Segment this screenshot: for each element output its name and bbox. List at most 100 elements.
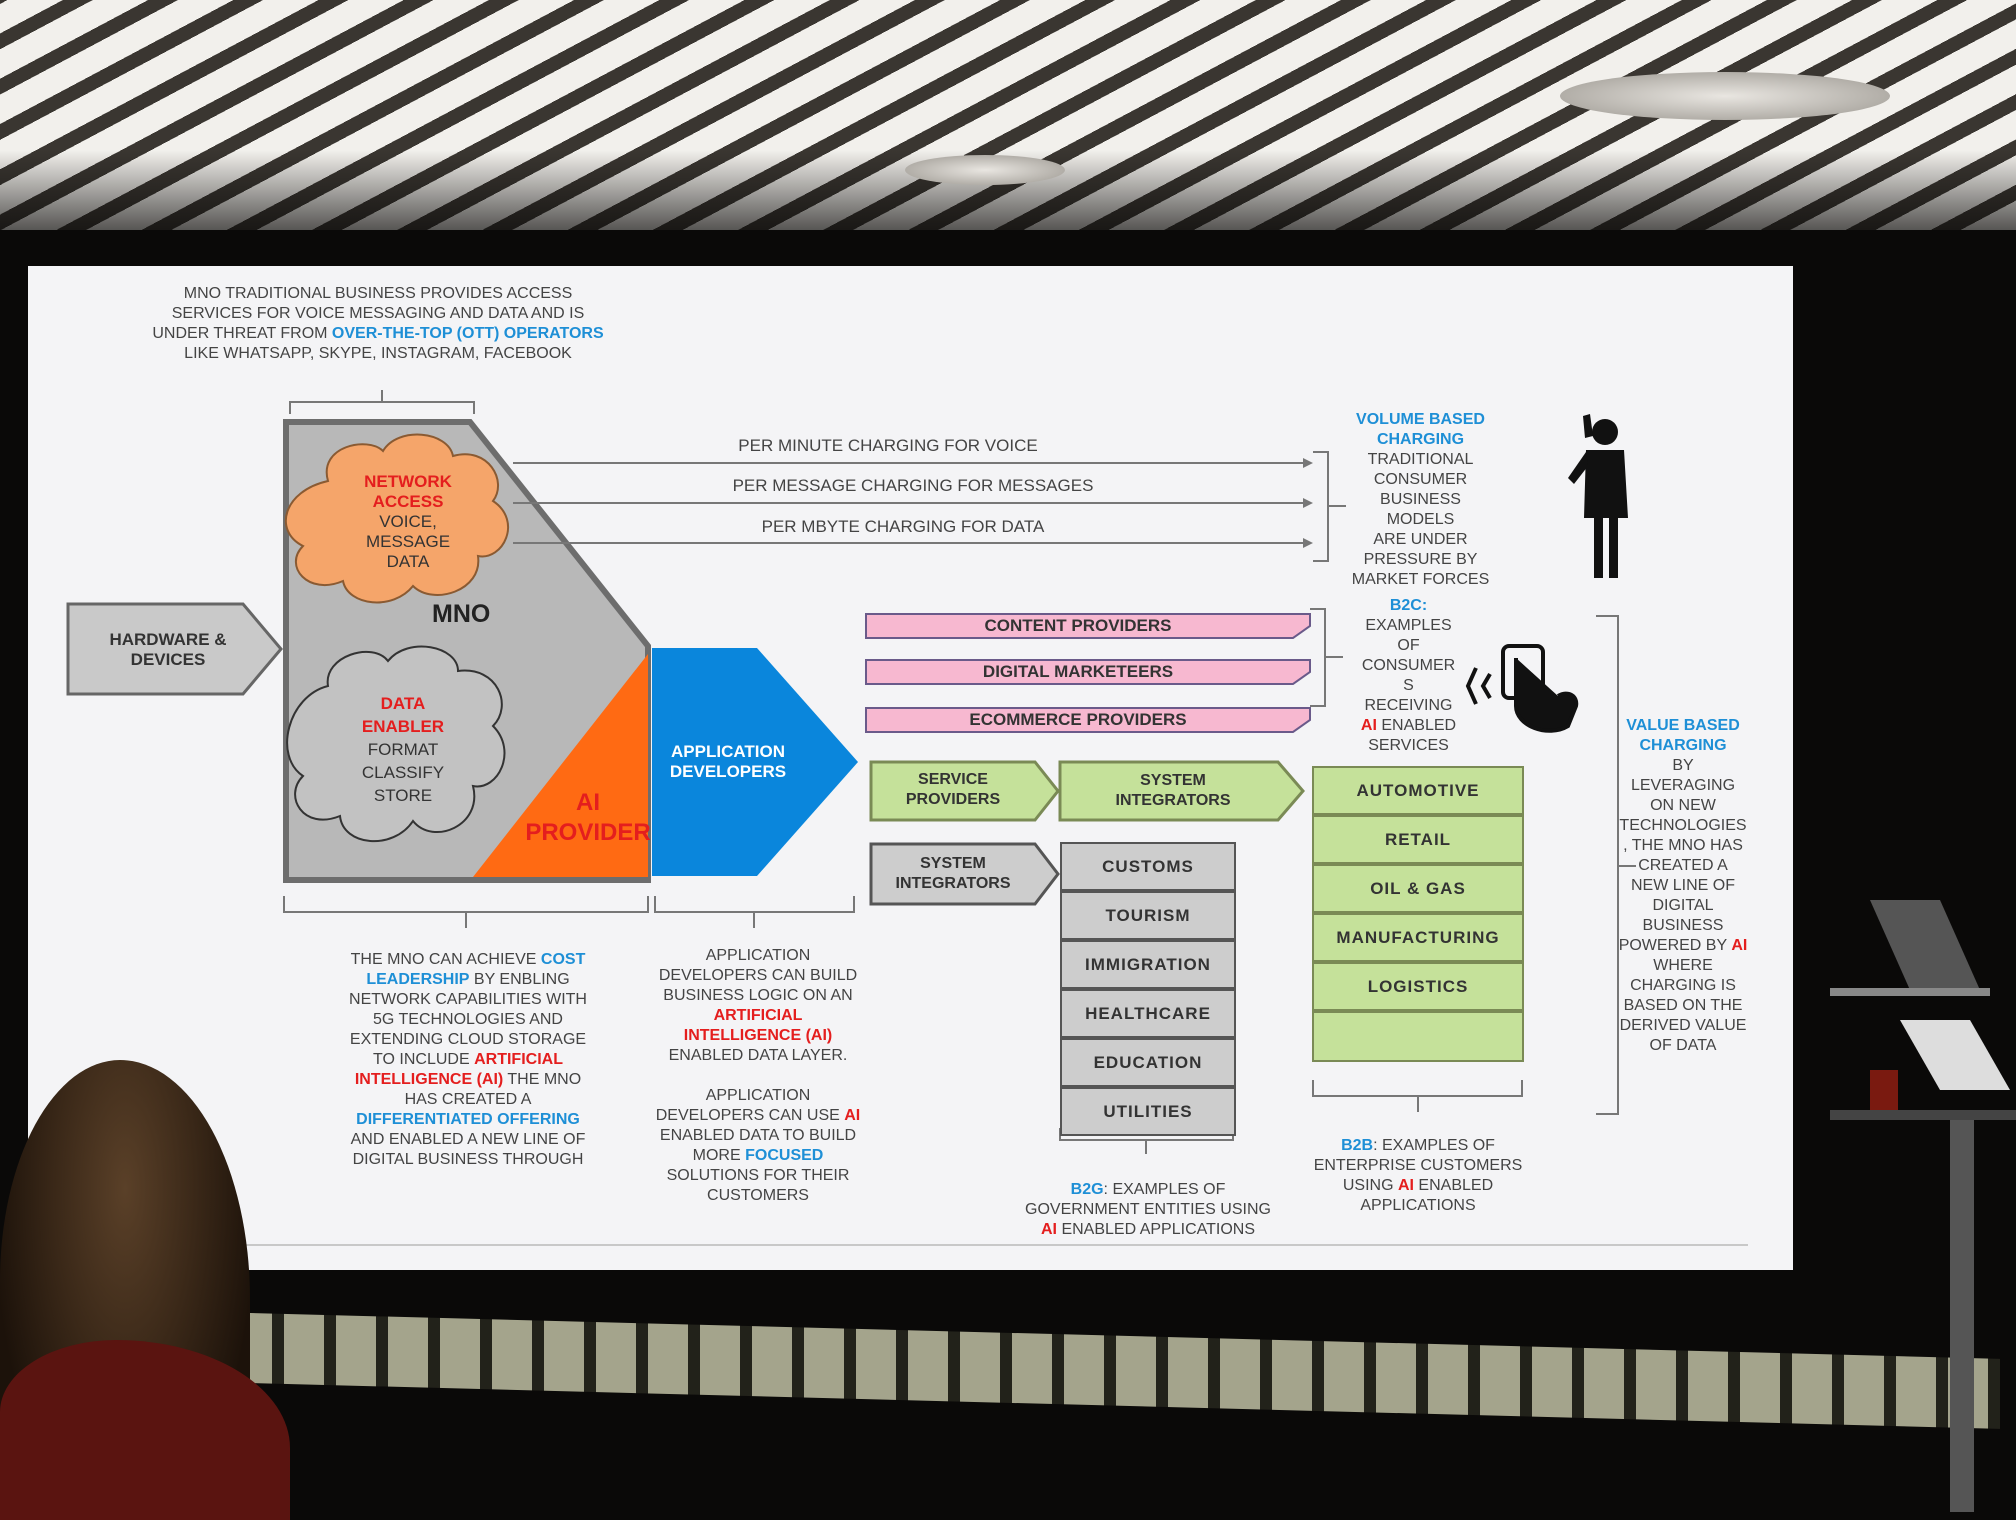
b2c-heading: B2C:: [1389, 597, 1428, 614]
value-line-3: ON NEW: [1650, 797, 1716, 814]
top-note-line-3-text: UNDER THREAT FROM: [152, 325, 332, 342]
charging-voice-text: PER MINUTE CHARGING FOR VOICE: [738, 436, 1038, 455]
value-line-4: TECHNOLOGIES: [1619, 817, 1747, 834]
app-note-line-12: CUSTOMERS: [707, 1187, 809, 1204]
b2b-item-automotive: AUTOMOTIVE: [1312, 766, 1524, 815]
content-providers-label: CONTENT PROVIDERS: [984, 616, 1172, 635]
value-line-8: DIGITAL: [1652, 897, 1714, 914]
b2b-ai-text: AI: [1397, 1177, 1414, 1194]
b2g-note-line-3: AI ENABLED APPLICATIONS: [1018, 1220, 1278, 1240]
value-line-6: CREATED A: [1638, 857, 1728, 874]
value-line-5: , THE MNO HAS: [1623, 837, 1743, 854]
app-note-line-2: DEVELOPERS CAN BUILD: [658, 967, 858, 984]
cost-text: COST: [540, 951, 586, 968]
mno-note-line-3: NETWORK CAPABILITIES WITH: [349, 991, 587, 1008]
value-ai-text: AI: [1731, 937, 1748, 954]
data-enabler-title-1: DATA: [380, 694, 426, 713]
app-developers-line-1: APPLICATION: [671, 742, 785, 761]
network-access-line-2: MESSAGE: [365, 532, 451, 551]
b2g-note-line-1: B2G: EXAMPLES OF: [1018, 1180, 1278, 1200]
hardware-line-2: DEVICES: [130, 650, 206, 669]
system-integrators-green-text: SYSTEM INTEGRATORS: [1068, 771, 1278, 811]
mno-note-line-11: DIGITAL BUSINESS THROUGH: [352, 1151, 584, 1168]
top-note-line-4: LIKE WHATSAPP, SKYPE, INSTAGRAM, FACEBOO…: [184, 345, 572, 362]
mno-note-line-10: AND ENABLED A NEW LINE OF: [350, 1131, 586, 1148]
b2b-list: AUTOMOTIVE RETAIL OIL & GAS MANUFACTURIN…: [1312, 766, 1524, 1062]
value-line-2: LEVERAGING: [1630, 777, 1736, 794]
app-note-line-10: MORE FOCUSED: [648, 1146, 868, 1166]
charging-messages-text: PER MESSAGE CHARGING FOR MESSAGES: [732, 476, 1094, 495]
service-providers-line-1: SERVICE: [918, 771, 988, 788]
volume-line-1: TRADITIONAL: [1367, 451, 1474, 468]
laptop-base: [1830, 988, 1990, 996]
system-integrators-green-line-2: INTEGRATORS: [1115, 792, 1231, 809]
b2g-note-line-1-text: : EXAMPLES OF: [1103, 1181, 1226, 1198]
cup: [1870, 1070, 1898, 1110]
floor-lights: [180, 1311, 2000, 1429]
volume-heading-1: VOLUME BASED: [1356, 411, 1485, 428]
mno-note-line-6-text: TO INCLUDE: [373, 1051, 475, 1068]
charging-data-text: PER MBYTE CHARGING FOR DATA: [761, 517, 1045, 536]
b2c-line-7: SERVICES: [1368, 737, 1449, 754]
system-integrators-gray-arrow: [869, 842, 1060, 906]
data-enabler-title-2: ENABLER: [361, 717, 445, 736]
app-note-line-1: APPLICATION: [705, 947, 811, 964]
focused-text: FOCUSED: [745, 1147, 824, 1164]
b2b-note-line-3b: ENABLED: [1413, 1177, 1494, 1194]
b2b-note-line-2: ENTERPRISE CUSTOMERS: [1313, 1157, 1523, 1174]
app-note-line-8-text: DEVELOPERS CAN USE: [655, 1107, 845, 1124]
app-note-intelligence: INTELLIGENCE (AI): [683, 1027, 833, 1044]
system-integrators-gray-line-1: SYSTEM: [920, 855, 986, 872]
value-line-9: BUSINESS: [1642, 917, 1724, 934]
top-note-line-3: UNDER THREAT FROM OVER-THE-TOP (OTT) OPE…: [128, 324, 628, 344]
network-access-text: NETWORK ACCESS VOICE, MESSAGE DATA: [323, 472, 493, 572]
app-developers-line-2: DEVELOPERS: [669, 762, 787, 781]
app-note-line-3: BUSINESS LOGIC ON AN: [663, 987, 853, 1004]
ai-provider-shape: [473, 654, 648, 877]
ceiling-speaker: [1560, 72, 1890, 120]
laptop-screen: [1870, 900, 1980, 990]
value-charging-text: VALUE BASED CHARGING BY LEVERAGING ON NE…: [1608, 716, 1758, 1056]
b2b-item-retail: RETAIL: [1312, 815, 1524, 864]
data-enabler-text: DATA ENABLER FORMAT CLASSIFY STORE: [328, 692, 478, 807]
ai-provider-text: AI PROVIDER: [518, 788, 658, 848]
b2b-note-line-4: APPLICATIONS: [1360, 1197, 1476, 1214]
data-enabler-line-3: STORE: [373, 786, 433, 805]
network-access-line-1: VOICE,: [379, 512, 437, 531]
b2b-note-line-3a: USING: [1342, 1177, 1398, 1194]
ecommerce-providers-arrow: [865, 707, 1311, 733]
value-line-15: OF DATA: [1649, 1037, 1717, 1054]
mno-note-line-4: 5G TECHNOLOGIES AND: [373, 1011, 563, 1028]
app-note-artificial: ARTIFICIAL: [713, 1007, 803, 1024]
b2g-item-tourism: TOURISM: [1060, 891, 1236, 940]
ecommerce-providers-label: ECOMMERCE PROVIDERS: [969, 710, 1187, 729]
diagram-graphics: [66, 390, 1636, 1154]
data-enabler-cloud: [286, 645, 506, 843]
paper-sheet: [1900, 1020, 2010, 1090]
b2g-ai-text: AI: [1041, 1221, 1057, 1238]
b2g-note-line-3-text: ENABLED APPLICATIONS: [1057, 1221, 1255, 1238]
top-note-line-2: SERVICES FOR VOICE MESSAGING AND DATA AN…: [171, 305, 585, 322]
b2b-item-empty: [1312, 1011, 1524, 1062]
value-line-11: WHERE: [1653, 957, 1713, 974]
b2g-item-utilities: UTILITIES: [1060, 1087, 1236, 1136]
ai-provider-line-1: AI: [576, 789, 600, 816]
value-heading-1: VALUE BASED: [1626, 717, 1740, 734]
volume-heading-2: CHARGING: [1376, 431, 1465, 448]
network-access-cloud: [284, 433, 510, 604]
mno-note-line-7-text: THE MNO: [503, 1071, 582, 1088]
b2b-note: B2B: EXAMPLES OF ENTERPRISE CUSTOMERS US…: [1298, 1136, 1538, 1216]
mno-note-line-7: INTELLIGENCE (AI) THE MNO: [318, 1070, 618, 1090]
b2g-note-line-2: GOVERNMENT ENTITIES USING: [1025, 1201, 1271, 1218]
mno-note-line-1-text: THE MNO CAN ACHIEVE: [350, 951, 541, 968]
system-integrators-green-line-1: SYSTEM: [1140, 772, 1206, 789]
b2b-note-line-1: B2B: EXAMPLES OF: [1298, 1136, 1538, 1156]
app-note-line-8: DEVELOPERS CAN USE AI: [648, 1106, 868, 1126]
system-integrators-gray-line-2: INTEGRATORS: [895, 875, 1011, 892]
volume-charging-text: VOLUME BASED CHARGING TRADITIONAL CONSUM…: [1348, 410, 1493, 590]
mno-note-line-2-text: BY ENBLING: [469, 971, 570, 988]
app-developers-text: APPLICATION DEVELOPERS: [658, 742, 798, 782]
app-note-line-9: ENABLED DATA TO BUILD: [659, 1127, 857, 1144]
b2g-item-healthcare: HEALTHCARE: [1060, 989, 1236, 1038]
app-note-spacer: [648, 1066, 868, 1086]
